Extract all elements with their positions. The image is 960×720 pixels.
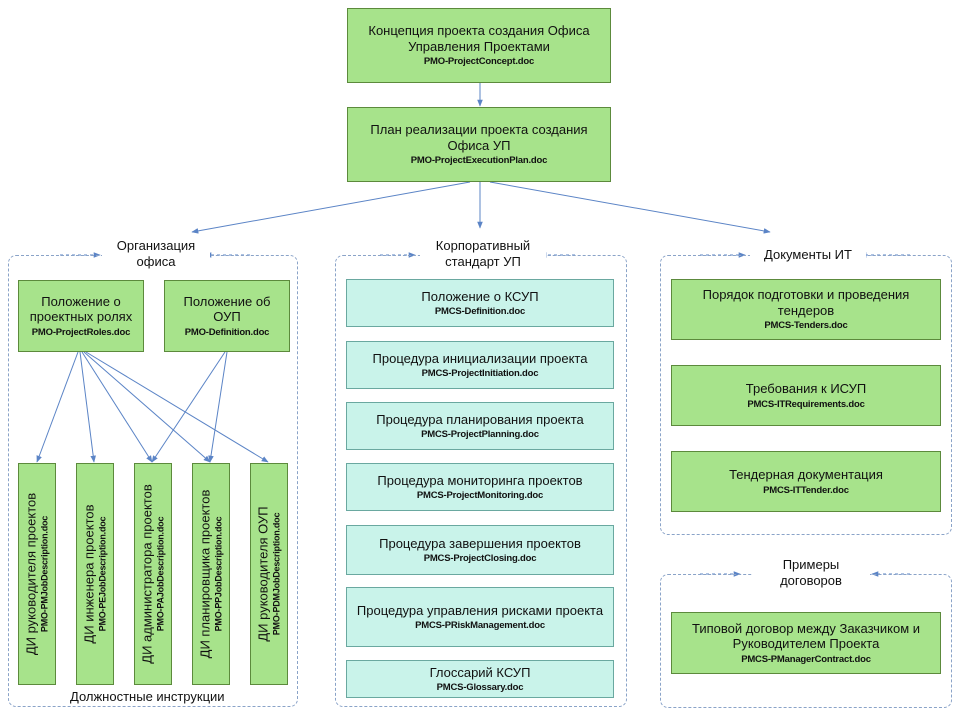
plan-box: План реализации проекта создания Офиса У… — [347, 107, 611, 182]
std-item-title: Процедура планирования проекта — [376, 411, 584, 427]
job-box-2: ДИ инженера проектов PMO-PEJobDescriptio… — [76, 463, 114, 685]
job-file: PMO-PAJobDescription.doc — [155, 516, 166, 632]
it-item-file: PMCS-ITTender.doc — [763, 484, 849, 496]
it-item-file: PMCS-Tenders.doc — [764, 320, 848, 332]
job-box-1: ДИ руководителя проектов PMO-PMJobDescri… — [18, 463, 56, 685]
std-item-file: PMCS-ProjectMonitoring.doc — [416, 490, 544, 502]
it-item-tenders: Порядок подготовки и проведения тендеров… — [671, 279, 941, 340]
std-item-title: Процедура завершения проектов — [379, 535, 581, 551]
std-item-file: PMCS-PRiskManagement.doc — [415, 620, 545, 632]
plan-title: План реализации проекта создания Офиса У… — [370, 122, 588, 153]
std-item-monitoring: Процедура мониторинга проектов PMCS-Proj… — [346, 463, 614, 511]
std-item-planning: Процедура планирования проекта PMCS-Proj… — [346, 402, 614, 450]
arrow-plan-to-org — [191, 181, 471, 234]
it-item-title: Порядок подготовки и проведения тендеров — [702, 287, 910, 318]
job-box-5: ДИ руководителя ОУП PMO-PDMJobDescriptio… — [250, 463, 288, 685]
std-group-label: Корпоративный стандарт УП — [420, 238, 546, 271]
concept-box: Концепция проекта создания Офиса Управле… — [347, 8, 611, 83]
contract-item: Типовой договор между Заказчиком и Руков… — [671, 612, 941, 674]
org-group-label: Организация офиса — [102, 238, 210, 271]
std-item-title: Процедура инициализации проекта — [372, 350, 588, 366]
it-item-file: PMCS-ITRequirements.doc — [747, 398, 865, 410]
job-file: PMO-PMJobDescription.doc — [39, 515, 50, 633]
contract-title: Типовой договор между Заказчиком и Руков… — [691, 620, 921, 652]
job-box-3: ДИ администратора проектов PMO-PAJobDesc… — [134, 463, 172, 685]
roles-box: Положение о проектных ролях PMO-ProjectR… — [18, 280, 144, 352]
concept-title: Концепция проекта создания Офиса Управле… — [368, 23, 590, 54]
job-title: ДИ администратора проектов — [139, 484, 155, 664]
job-file: PMO-PEJobDescription.doc — [97, 516, 108, 632]
std-item-title: Процедура мониторинга проектов — [377, 472, 583, 488]
it-item-tender-docs: Тендерная документация PMCS-ITTender.doc — [671, 451, 941, 512]
contract-file: PMCS-PManagerContract.doc — [741, 653, 871, 665]
std-item-definition: Положение о КСУП PMCS-Definition.doc — [346, 279, 614, 327]
concept-file: PMO-ProjectConcept.doc — [423, 56, 535, 68]
roles-file: PMO-ProjectRoles.doc — [31, 326, 131, 338]
it-item-title: Требования к ИСУП — [745, 381, 867, 396]
std-item-title: Процедура управления рисками проекта — [356, 602, 604, 618]
job-descriptions-caption: Должностные инструкции — [70, 689, 225, 704]
std-item-title: Глоссарий КСУП — [429, 664, 531, 680]
std-item-closing: Процедура завершения проектов PMCS-Proje… — [346, 525, 614, 575]
std-item-risk: Процедура управления рисками проекта PMC… — [346, 587, 614, 647]
job-file: PMO-PPJobDescription.doc — [213, 516, 224, 632]
plan-file: PMO-ProjectExecutionPlan.doc — [410, 155, 548, 167]
std-item-file: PMCS-Definition.doc — [434, 306, 526, 318]
oup-box: Положение об ОУП PMO-Definition.doc — [164, 280, 290, 352]
arrow-plan-to-it — [489, 181, 771, 234]
roles-title: Положение о проектных ролях — [29, 293, 133, 325]
job-title: ДИ руководителя проектов — [23, 492, 39, 656]
it-group-label: Документы ИТ — [750, 247, 866, 264]
std-item-title: Положение о КСУП — [421, 288, 539, 304]
std-item-file: PMCS-Glossary.doc — [436, 682, 524, 694]
job-title: ДИ руководителя ОУП — [255, 506, 271, 642]
job-title: ДИ планировщика проектов — [197, 489, 213, 659]
contracts-group-label: Примеры договоров — [752, 557, 870, 590]
job-file: PMO-PDMJobDescription.doc — [271, 512, 282, 636]
std-item-file: PMCS-ProjectPlanning.doc — [421, 429, 539, 441]
std-item-file: PMCS-ProjectClosing.doc — [423, 553, 537, 565]
oup-title: Положение об ОУП — [183, 293, 271, 325]
std-item-glossary: Глоссарий КСУП PMCS-Glossary.doc — [346, 660, 614, 698]
oup-file: PMO-Definition.doc — [184, 326, 270, 338]
job-box-4: ДИ планировщика проектов PMO-PPJobDescri… — [192, 463, 230, 685]
std-item-file: PMCS-ProjectInitiation.doc — [421, 368, 539, 380]
std-item-initiation: Процедура инициализации проекта PMCS-Pro… — [346, 341, 614, 389]
it-item-requirements: Требования к ИСУП PMCS-ITRequirements.do… — [671, 365, 941, 426]
job-title: ДИ инженера проектов — [81, 504, 97, 644]
it-item-title: Тендерная документация — [729, 467, 883, 482]
